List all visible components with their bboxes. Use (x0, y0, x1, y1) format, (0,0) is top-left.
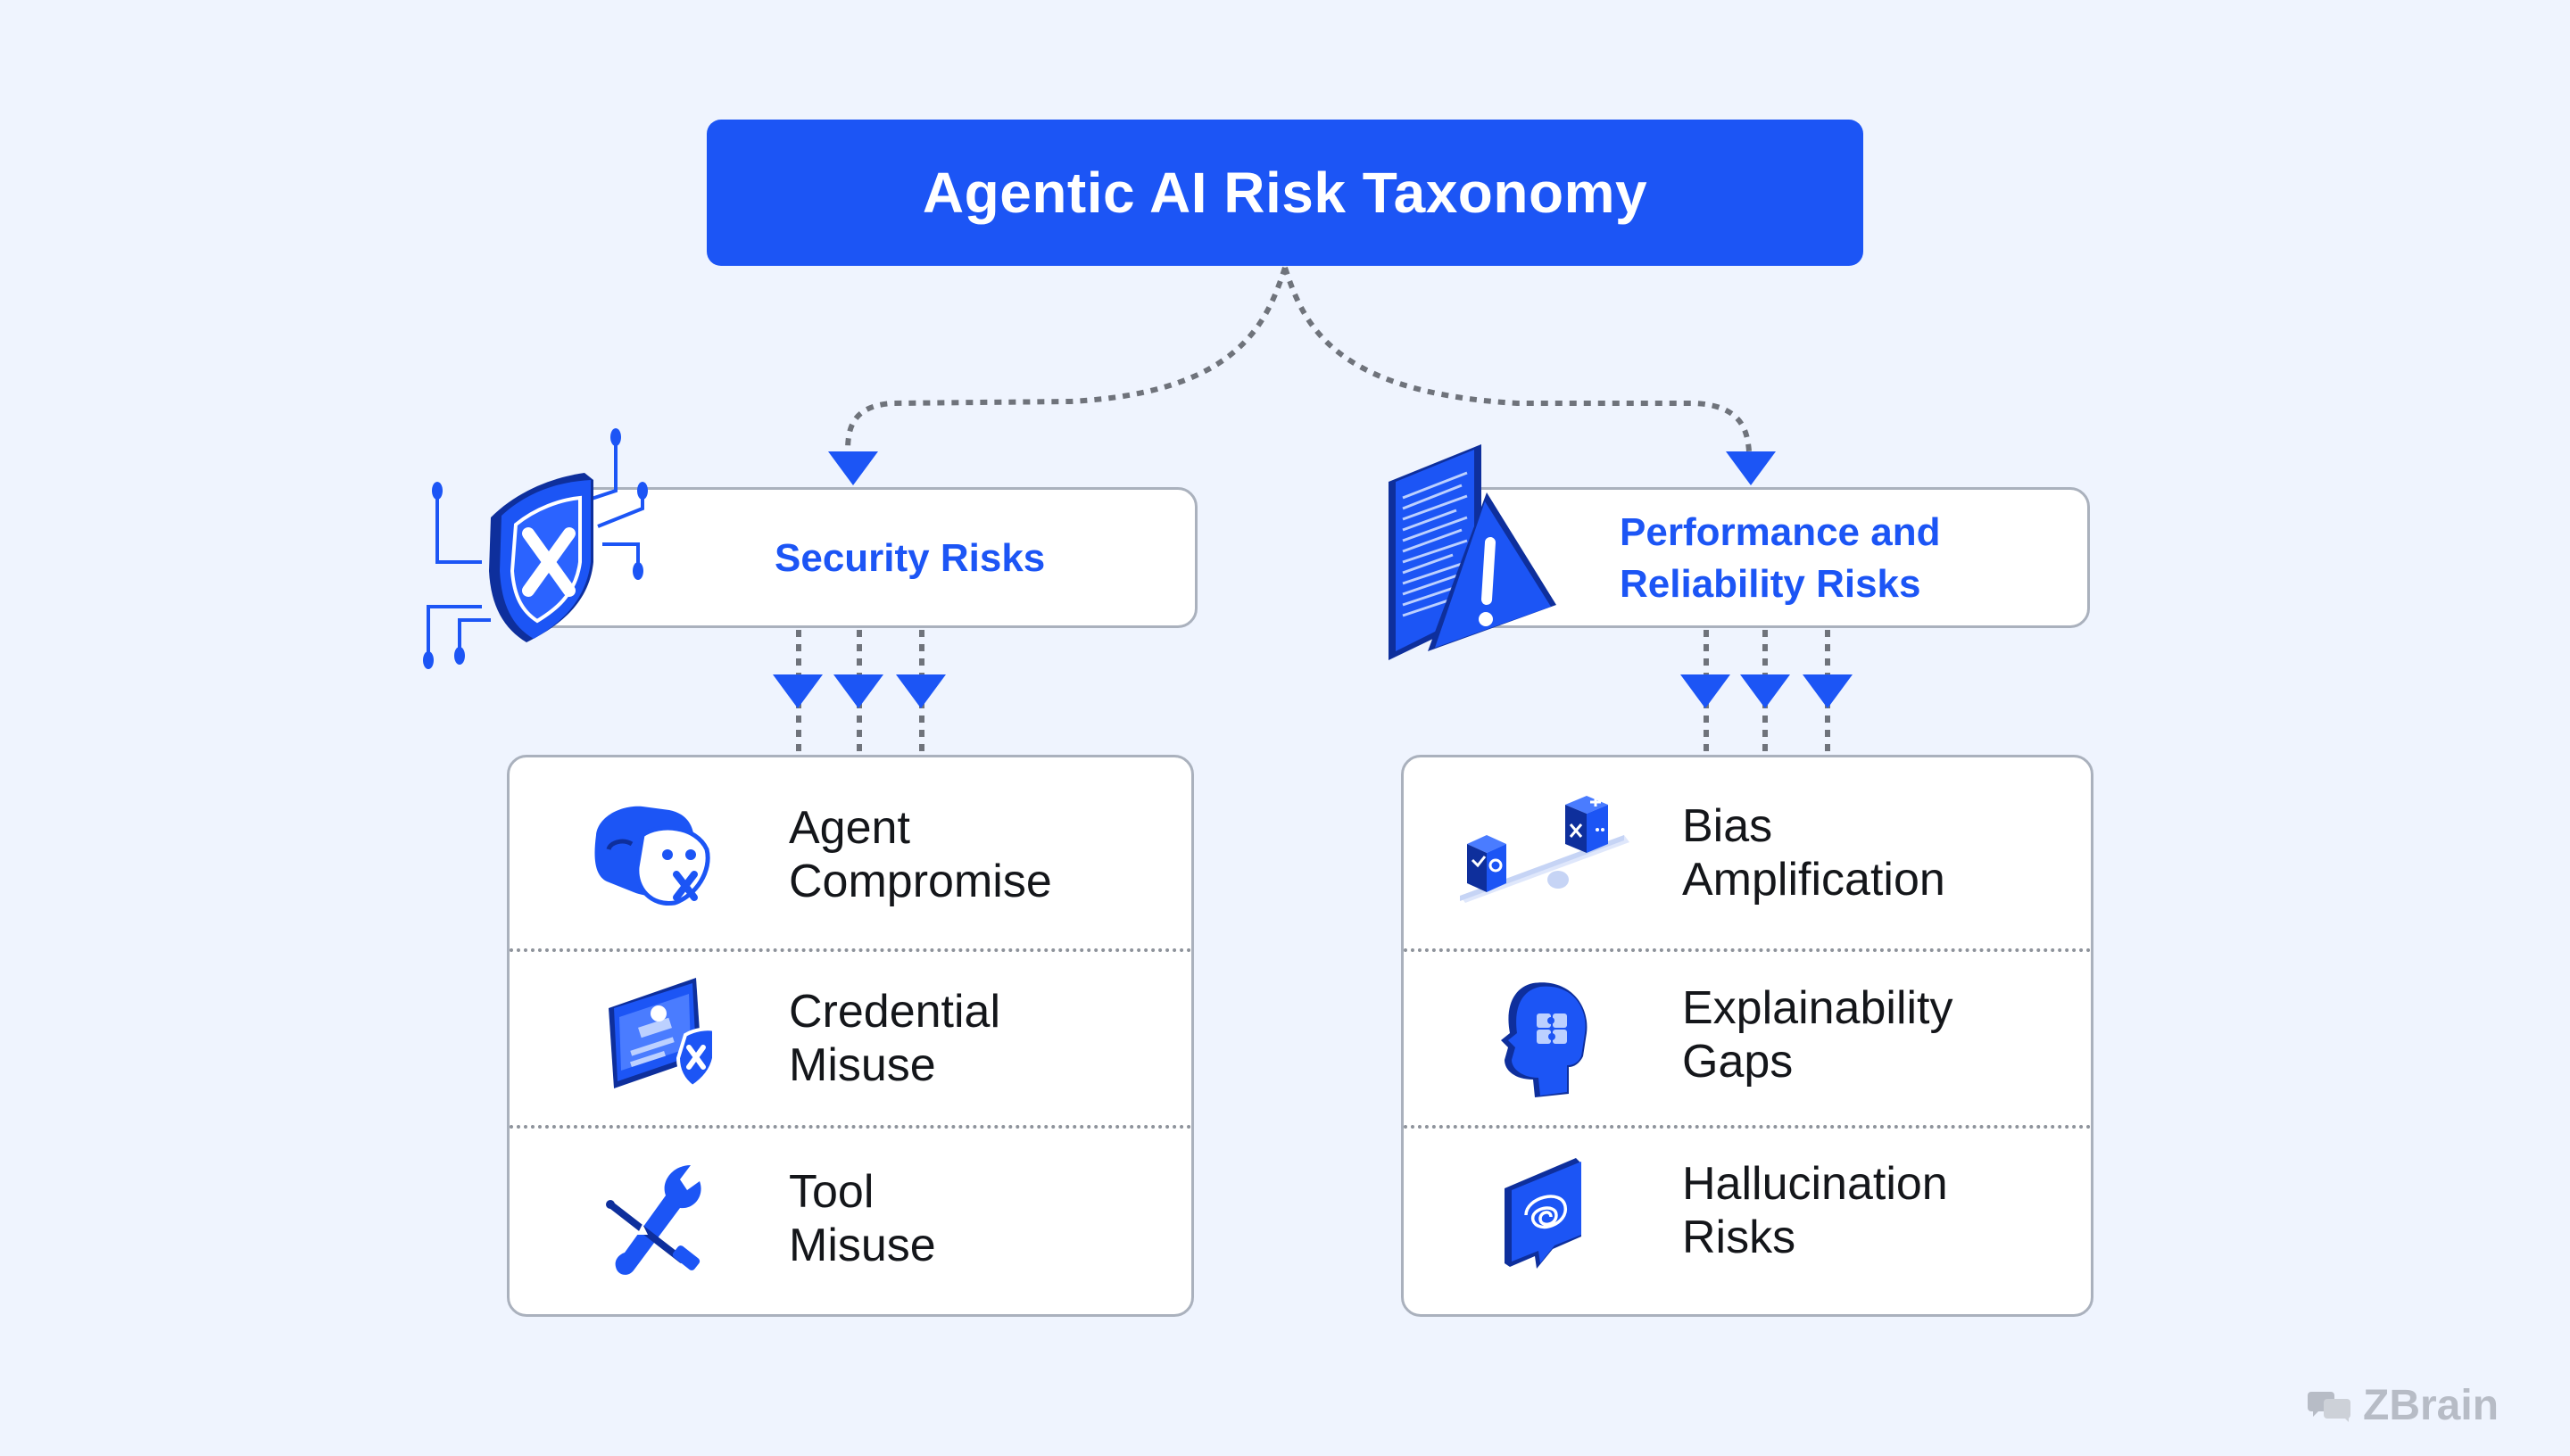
brand-name: ZBrain (2363, 1382, 2500, 1429)
wrench-screwdriver-icon (606, 1165, 701, 1275)
category-label-line: Performance and (1620, 510, 1941, 554)
item-line: Tool (789, 1166, 875, 1218)
shield-x-circuit-icon (423, 428, 648, 669)
row-divider (1404, 948, 2091, 952)
row-divider (510, 948, 1191, 952)
list-item-hallucination-risks: Hallucination Risks (1682, 1157, 1948, 1264)
list-item-agent-compromise: Agent Compromise (789, 801, 1052, 908)
item-line: Misuse (789, 1220, 936, 1271)
arrow-head (1740, 674, 1790, 708)
row-divider (510, 1125, 1191, 1129)
document-warning-icon (1389, 444, 1556, 660)
item-line: Bias (1682, 800, 1773, 852)
item-line: Agent (789, 802, 910, 854)
head-puzzle-icon (1501, 982, 1588, 1097)
robot-head-icon (594, 806, 710, 906)
item-line: Misuse (789, 1039, 936, 1091)
item-line: Explainability (1682, 982, 1953, 1034)
row-divider (1404, 1125, 2091, 1129)
item-line: Amplification (1682, 854, 1945, 906)
category-label-line: Security Risks (775, 536, 1046, 580)
arrow-head (1726, 451, 1776, 485)
chat-bubbles-icon (2308, 1391, 2350, 1422)
arrow-head (1803, 674, 1853, 708)
title-box: Agentic AI Risk Taxonomy (707, 120, 1863, 266)
category-label-performance: Performance and Reliability Risks (1620, 507, 1940, 610)
list-item-explainability-gaps: Explainability Gaps (1682, 981, 1953, 1088)
speech-bubble-scribble-icon (1505, 1158, 1581, 1269)
list-item-tool-misuse: Tool Misuse (789, 1165, 936, 1272)
list-item-bias-amplification: Bias Amplification (1682, 799, 1945, 906)
item-line: Gaps (1682, 1036, 1794, 1088)
item-line: Hallucination (1682, 1158, 1948, 1210)
category-label-security: Security Risks (775, 533, 1045, 584)
id-card-shield-icon (609, 978, 716, 1089)
arrow-head (828, 451, 878, 485)
item-line: Risks (1682, 1212, 1796, 1263)
seesaw-cubes-icon (1460, 796, 1629, 903)
item-line: Compromise (789, 856, 1052, 907)
arrow-head (1680, 674, 1730, 708)
arrow-head (833, 674, 883, 708)
brand-logo: ZBrain (2308, 1381, 2499, 1430)
list-item-credential-misuse: Credential Misuse (789, 985, 1000, 1092)
arrow-head (773, 674, 823, 708)
item-line: Credential (789, 986, 1001, 1038)
arrow-head (896, 674, 946, 708)
category-label-line: Reliability Risks (1620, 562, 1921, 606)
diagram-title: Agentic AI Risk Taxonomy (922, 161, 1648, 225)
